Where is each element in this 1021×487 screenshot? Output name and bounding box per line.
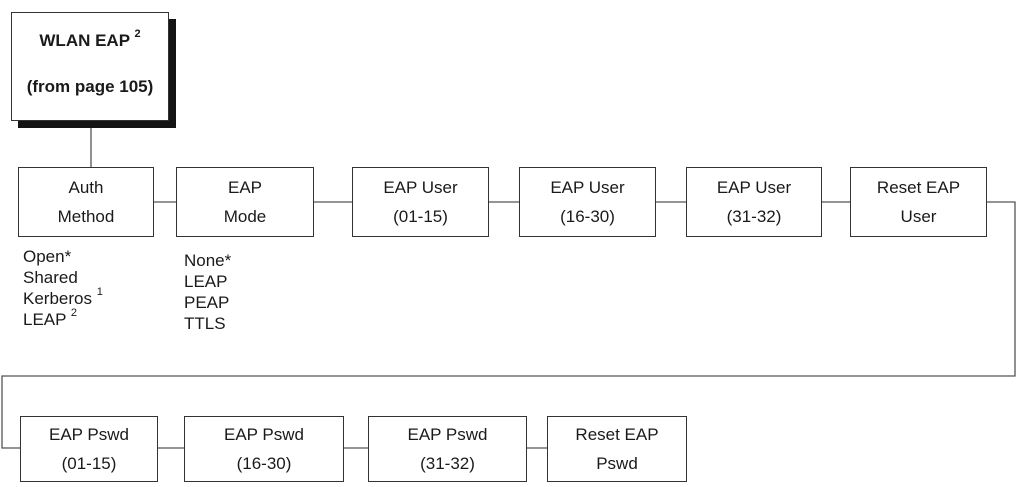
node-line2: (16-30) xyxy=(560,207,615,226)
node-auth-method: Auth Method xyxy=(18,167,154,237)
wrap-connector xyxy=(1,201,1016,449)
node-reset-eap-user: Reset EAP User xyxy=(850,167,987,237)
node-line2: (16-30) xyxy=(236,454,292,473)
node-eap-pswd-16-30: EAP Pswd (16-30) xyxy=(184,416,344,482)
node-eap-user-01-15: EAP User (01-15) xyxy=(352,167,489,237)
node-line2: Method xyxy=(57,207,115,226)
node-line1: EAP User xyxy=(550,178,625,197)
node-line2: (31-32) xyxy=(726,207,782,226)
node-line1: Reset EAP xyxy=(575,425,659,444)
auth-option: Shared xyxy=(23,268,78,287)
node-eap-mode: EAP Mode xyxy=(176,167,314,237)
title-node-name-text: WLAN EAP xyxy=(39,31,130,50)
eap-mode-options: None* LEAP PEAP TTLS xyxy=(184,250,231,334)
node-line1: EAP User xyxy=(383,178,458,197)
auth-option: Kerberos 1 xyxy=(23,286,103,308)
title-node: WLAN EAP 2 (from page 105) xyxy=(11,12,169,121)
mode-option: TTLS xyxy=(184,314,226,333)
node-line1: Auth xyxy=(68,178,104,197)
mode-option: LEAP xyxy=(184,272,228,291)
node-reset-eap-pswd: Reset EAP Pswd xyxy=(547,416,687,482)
auth-option: Open* xyxy=(23,247,72,266)
auth-method-options: Open* Shared Kerberos 1 LEAP 2 xyxy=(23,246,103,330)
mode-option: None* xyxy=(184,251,232,270)
node-line2: Pswd xyxy=(596,454,638,473)
node-line2: User xyxy=(900,207,937,226)
mode-option: PEAP xyxy=(184,293,230,312)
node-eap-user-31-32: EAP User (31-32) xyxy=(686,167,822,237)
auth-option: LEAP 2 xyxy=(23,307,78,329)
node-line1: EAP Pswd xyxy=(48,425,129,444)
node-line2: (01-15) xyxy=(61,454,117,473)
node-eap-user-16-30: EAP User (16-30) xyxy=(519,167,656,237)
node-line1: EAP Pswd xyxy=(407,425,488,444)
node-eap-pswd-31-32: EAP Pswd (31-32) xyxy=(368,416,527,482)
node-line2: (01-15) xyxy=(393,207,448,226)
title-node-ref: (from page 105) xyxy=(26,77,154,96)
node-line1: EAP User xyxy=(716,178,792,197)
node-eap-pswd-01-15: EAP Pswd (01-15) xyxy=(20,416,158,482)
node-line1: Reset EAP xyxy=(876,178,961,197)
node-line2: (31-32) xyxy=(420,454,475,473)
footnote-marker: 1 xyxy=(96,286,103,299)
node-line2: Mode xyxy=(223,207,267,226)
node-line1: EAP Pswd xyxy=(223,425,304,444)
footnote-marker: 2 xyxy=(70,307,78,320)
title-node-name: WLAN EAP 2 xyxy=(12,28,168,51)
title-node-footnote: 2 xyxy=(134,28,141,41)
node-line1: EAP xyxy=(227,178,263,197)
